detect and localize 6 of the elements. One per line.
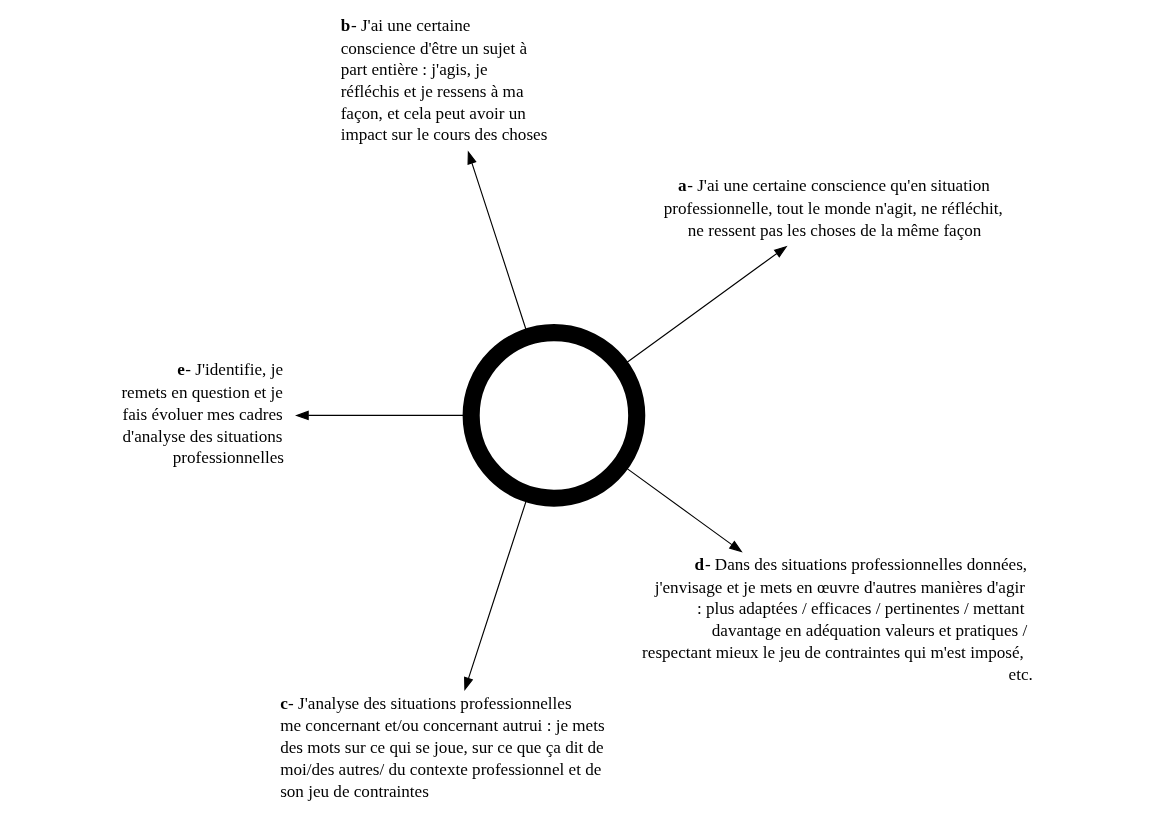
node-text: d- Dans des situations professionnelles données, j'envisage et je mets en œuvre d'autres manières d'agir : plus adaptées / efficaces / pertinentes / mettant davantage en adéquation valeurs et pratiques / respectant mieux le jeu de contraintes qui m'est imposé, etc. (641, 554, 1033, 684)
node-text: b- J'ai une certaine conscience d'être un sujet à part entière : j'agis, je réfléchis et je ressens à ma façon, et cela peut avoir un impact sur le cours des choses (340, 15, 547, 145)
node-text: a- J'ai une certaine conscience qu'en situation professionnelle, tout le monde n'agit, ne réfléchit, ne ressent pas les choses de la même façon (663, 176, 1003, 240)
node-spiral (462, 324, 645, 507)
node-text: e- J'identifie, je remets en question et je fais évoluer mes cadres d'analyse des situations professionnelles (120, 360, 284, 468)
node-text: c- J'analyse des situations professionnelles me concernant et/ou concernant autrui : je mets des mots sur ce qui se joue, sur ce que ça dit de moi/des autres/ du contexte professionnel et de son jeu de contraintes (279, 693, 605, 801)
